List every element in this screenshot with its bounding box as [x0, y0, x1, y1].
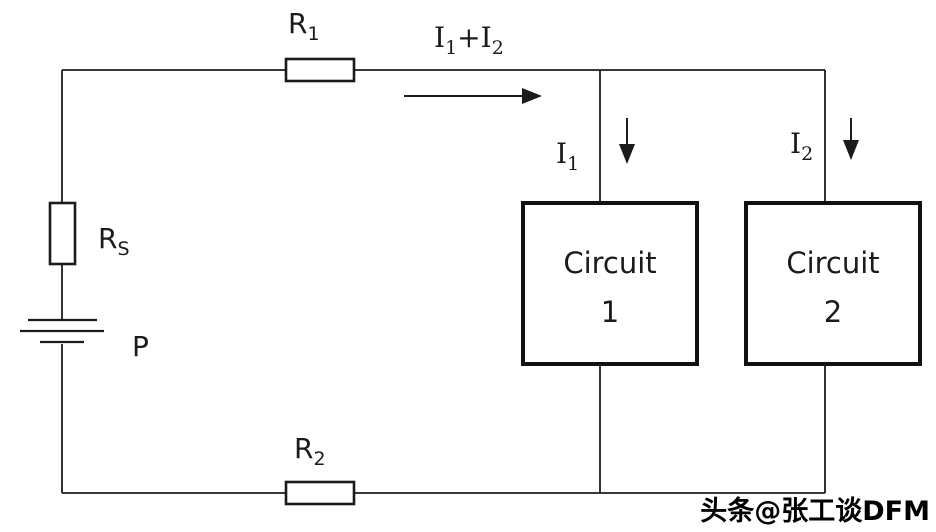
circuit1-box: [521, 201, 699, 366]
battery-label: P: [132, 330, 149, 363]
circuit1-title-line1: Circuit: [563, 246, 656, 280]
resistor-r2: [284, 480, 356, 506]
circuit1-title-line2: 1: [601, 295, 619, 329]
circuit2-title-line1: Circuit: [786, 246, 879, 280]
resistor-rs: [48, 201, 77, 266]
resistor-rs-label: RS: [98, 222, 130, 260]
current-i1-label: I1: [556, 137, 579, 175]
current-total-label: I1+I2: [434, 21, 504, 59]
circuit2-box: [744, 201, 922, 366]
battery-symbol: [20, 318, 104, 344]
resistor-r1: [284, 57, 356, 83]
resistor-r1-label: R1: [288, 7, 320, 45]
resistor-r2-label: R2: [294, 432, 326, 470]
circuit2-title-line2: 2: [824, 295, 842, 329]
current-i2-label: I2: [790, 127, 813, 165]
watermark-text: 头条@张工谈DFM: [700, 496, 930, 527]
